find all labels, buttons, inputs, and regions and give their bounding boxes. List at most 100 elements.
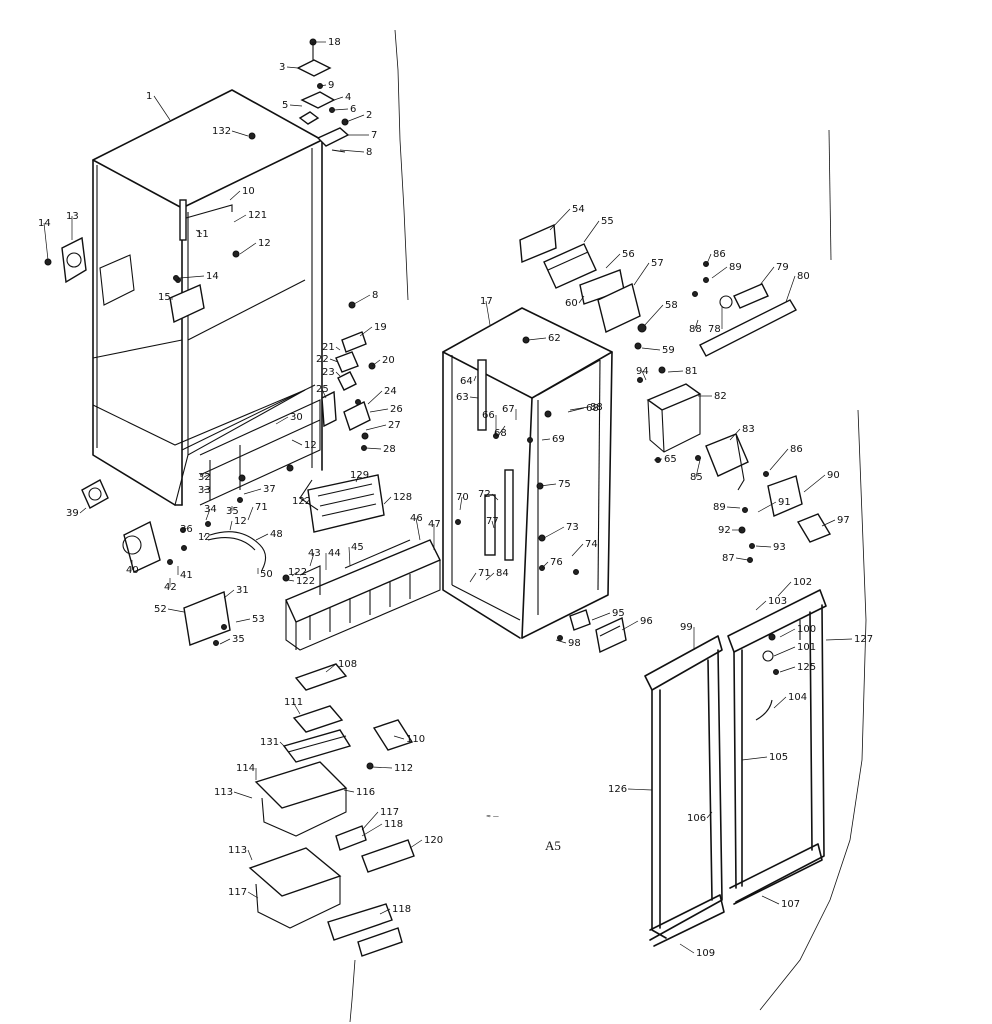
callout-135: 117 [228, 887, 259, 899]
callout-leader [583, 220, 600, 243]
callout-leader [773, 646, 796, 657]
callout-label: 90 [827, 470, 840, 481]
callout-44: 41 [177, 566, 193, 581]
callout-label: 112 [394, 763, 413, 774]
callout-112: 99 [680, 622, 695, 650]
callout-5: 6 [333, 104, 356, 115]
callout-label: 7 [371, 130, 377, 141]
callout-29: 28 [365, 444, 396, 455]
callout-leader [343, 789, 355, 793]
callout-leader [569, 406, 589, 411]
callout-label: 65 [664, 454, 677, 465]
callout-leader [233, 214, 247, 223]
callout-leader [379, 908, 391, 915]
callout-leader [761, 895, 780, 905]
callout-label: 81 [685, 366, 698, 377]
callout-85: 82 [698, 391, 727, 402]
callout-label: 118 [384, 819, 403, 830]
callout-leader [393, 735, 405, 740]
callout-53: 43 [308, 548, 321, 567]
callout-31: 12 [291, 439, 317, 451]
callout-104: 93 [755, 542, 786, 553]
callout-label: 24 [384, 386, 397, 397]
callout-leader [571, 543, 584, 557]
callout-leader [291, 439, 303, 446]
callout-116: 127 [825, 634, 873, 645]
callout-label: 71 [255, 502, 268, 513]
callout-leader [292, 701, 301, 715]
callout-leader [243, 488, 262, 495]
callout-label: 86 [790, 444, 803, 455]
evaporator-fan [44, 236, 135, 306]
fasteners [173, 132, 579, 582]
callout-label: 58 [665, 300, 678, 311]
callout-label: 27 [388, 420, 401, 431]
callout-leader [543, 526, 565, 539]
callout-leader [527, 337, 547, 341]
callout-107: 95 [591, 608, 625, 621]
callout-label: 79 [776, 262, 789, 273]
callout-76: 59 [641, 345, 675, 356]
callout-leader [491, 493, 499, 501]
callout-97: 83 [729, 424, 755, 441]
callout-label: 56 [622, 249, 635, 260]
callout-label: 71 [478, 568, 491, 579]
callout-73: 57 [633, 258, 664, 286]
callout-label: 125 [797, 662, 816, 673]
callout-leader [333, 108, 349, 111]
callout-label: 129 [350, 470, 369, 481]
callout-label: 8 [372, 290, 378, 301]
callout-label: 122 [292, 496, 311, 507]
callout-leader [233, 791, 253, 799]
callout-label: 22 [316, 354, 329, 365]
callout-label: 106 [687, 813, 706, 824]
callout-leader [365, 447, 382, 450]
callout-131: 117 [361, 807, 399, 831]
callout-leader [567, 407, 585, 413]
callout-58: 31 [223, 585, 249, 599]
callout-label: 54 [572, 204, 585, 215]
callout-leader [667, 370, 684, 373]
callout-130: 116 [343, 787, 375, 798]
callout-118: 126 [608, 784, 653, 795]
callout-label: 26 [390, 404, 403, 415]
callout-56: 122 [288, 567, 307, 578]
callout-label: 103 [768, 596, 787, 607]
callout-label: 31 [236, 585, 249, 596]
callout-label: 72 [478, 489, 491, 500]
callout-label: 47 [428, 519, 441, 530]
callout-106: 97 [821, 515, 850, 527]
callout-leader [205, 508, 211, 521]
callout-leader [825, 638, 853, 641]
callout-label: 77 [486, 516, 499, 527]
callout-78: 89 [711, 262, 742, 279]
callout-leader [726, 506, 741, 509]
callout-81: 88 [689, 319, 702, 335]
callout-leader [279, 741, 287, 749]
callout-label: 88 [689, 324, 702, 335]
callout-label: 114 [236, 763, 255, 774]
callout-leader [706, 811, 713, 819]
callout-57: 52 [154, 604, 185, 615]
callout-label: 101 [797, 642, 816, 653]
callout-label: 35 [226, 506, 239, 517]
callout-16: 13 [66, 211, 79, 240]
callout-119: 105 [741, 752, 788, 763]
callout-111: 103 [755, 596, 787, 611]
callout-label: 75 [558, 479, 571, 490]
callout-leader [291, 571, 298, 577]
callout-33: 33 [198, 485, 211, 496]
callout-61: 17 [480, 296, 493, 326]
callout-label: 59 [662, 345, 675, 356]
callout-leader [339, 149, 365, 153]
toe-grille [285, 539, 441, 651]
callout-leader [803, 474, 826, 493]
callout-70: 54 [549, 204, 585, 231]
callout-leader [735, 557, 749, 561]
callout-100: 90 [803, 470, 840, 493]
callout-127: 112 [371, 763, 413, 774]
callout-60: 35 [219, 634, 245, 645]
callout-75: 58 [643, 300, 678, 327]
callout-leader [231, 130, 249, 137]
